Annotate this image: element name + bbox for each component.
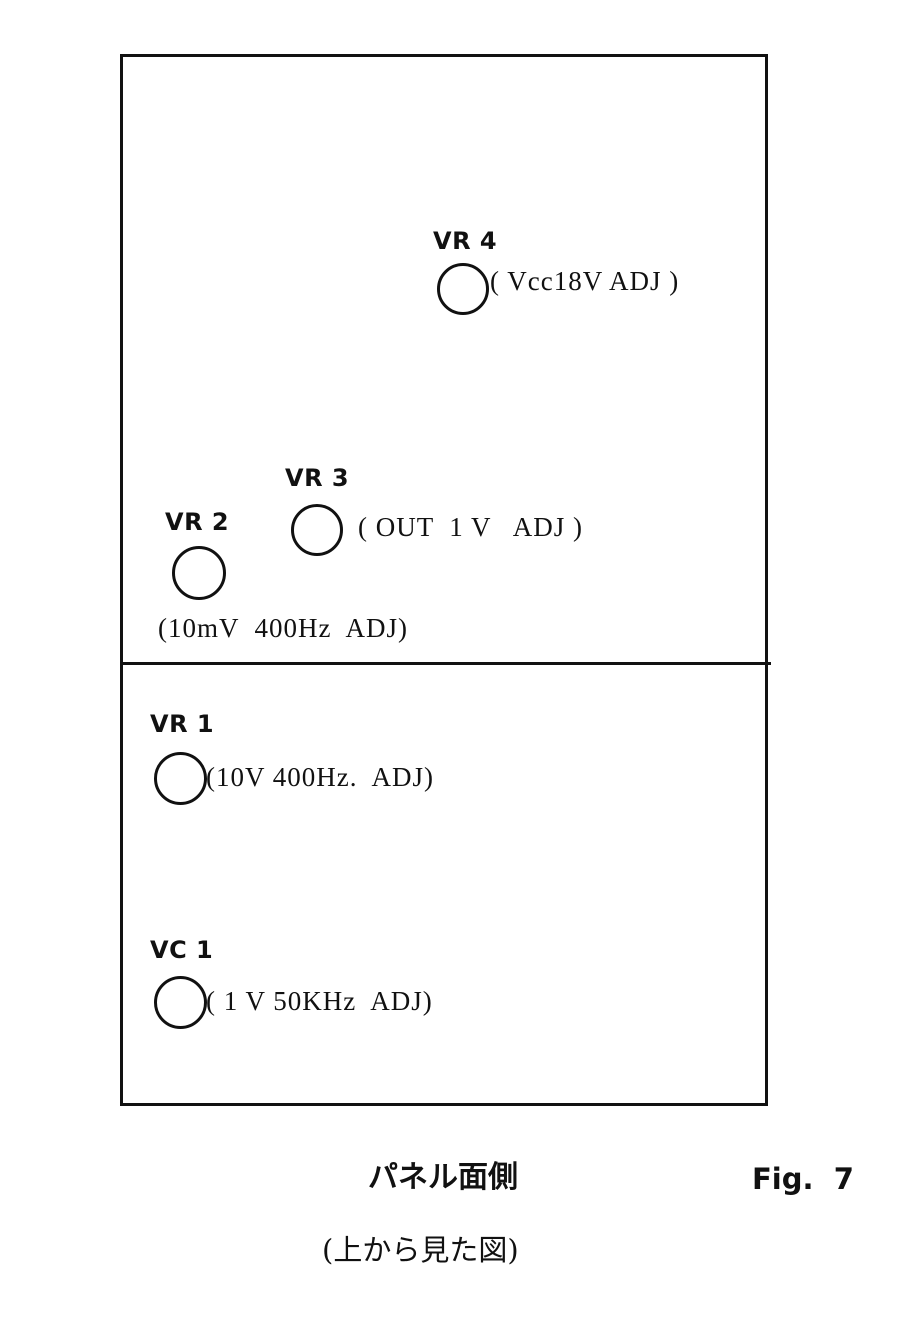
vr2-label: VR 2: [165, 508, 230, 536]
vr2-description: (10mV 400Hz ADJ): [158, 613, 408, 643]
caption-title: パネル面側: [368, 1160, 518, 1195]
vr4-description: ( Vcc18V ADJ ): [490, 266, 680, 296]
vr4-label: VR 4: [433, 227, 498, 255]
vr1-knob[interactable]: [154, 752, 207, 805]
panel-outline: [120, 54, 768, 1106]
vr3-label: VR 3: [285, 464, 350, 492]
vc1-description: ( 1 V 50KHz ADJ): [206, 986, 433, 1016]
panel-divider: [120, 662, 771, 665]
vr1-label: VR 1: [150, 710, 215, 738]
figure-number: Fig. 7: [752, 1162, 854, 1196]
vr4-knob[interactable]: [437, 263, 489, 315]
vr3-knob[interactable]: [291, 504, 343, 556]
vr1-description: (10V 400Hz. ADJ): [206, 762, 434, 792]
vr2-knob[interactable]: [172, 546, 226, 600]
vr3-description: ( OUT 1 V ADJ ): [358, 512, 584, 542]
vc1-knob[interactable]: [154, 976, 207, 1029]
vc1-label: VC 1: [150, 936, 214, 964]
caption-subtitle: (上から見た図): [322, 1233, 519, 1267]
